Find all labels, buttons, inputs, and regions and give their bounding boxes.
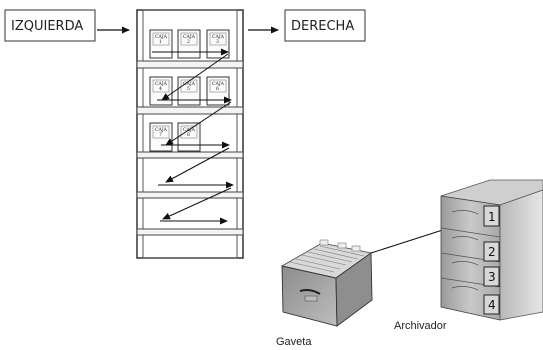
drawer-label: Gaveta	[276, 336, 312, 348]
drawer-number-1: 1	[483, 205, 500, 227]
right-label-box: DERECHA	[284, 9, 366, 42]
svg-text:8: 8	[187, 132, 190, 138]
svg-text:6: 6	[216, 86, 219, 92]
svg-text:7: 7	[159, 132, 162, 138]
svg-text:CAJA: CAJA	[155, 127, 168, 133]
svg-text:CAJA: CAJA	[212, 81, 225, 87]
svg-text:2: 2	[488, 245, 496, 259]
svg-text:5: 5	[187, 86, 190, 92]
svg-text:3: 3	[488, 270, 496, 284]
box-7: CAJA 7	[149, 122, 173, 152]
svg-text:4: 4	[159, 86, 162, 92]
svg-text:4: 4	[488, 298, 496, 312]
order-arrow-diag1	[161, 53, 229, 101]
box-1: CAJA 1	[149, 29, 173, 59]
left-label: IZQUIERDA	[11, 19, 83, 34]
right-label: DERECHA	[291, 19, 354, 34]
box-8: CAJA 8	[177, 122, 201, 152]
box-2: CAJA 2	[177, 29, 201, 59]
svg-text:3: 3	[216, 39, 219, 45]
svg-text:CAJA: CAJA	[183, 81, 196, 87]
svg-text:1: 1	[488, 210, 496, 224]
order-arrows	[152, 48, 234, 225]
order-arrow-diag2	[165, 101, 232, 146]
filing-cabinet: 1 2 3 4	[440, 179, 543, 321]
box-5: CAJA 5	[177, 76, 201, 106]
drawer-number-4: 4	[483, 294, 500, 315]
cabinet-label: Archivador	[394, 320, 447, 332]
order-arrow-diag3	[165, 147, 230, 183]
box-4: CAJA 4	[149, 76, 173, 106]
shelf-unit	[136, 9, 244, 259]
svg-text:CAJA: CAJA	[212, 34, 225, 40]
svg-text:2: 2	[187, 39, 190, 45]
order-arrow-diag4	[162, 187, 232, 220]
open-drawer	[280, 239, 373, 327]
left-label-box: IZQUIERDA	[4, 9, 96, 42]
svg-text:CAJA: CAJA	[183, 34, 196, 40]
svg-text:CAJA: CAJA	[155, 81, 168, 87]
svg-text:1: 1	[159, 39, 162, 45]
box-3: CAJA 3	[206, 29, 230, 59]
drawer-number-3: 3	[483, 266, 500, 287]
svg-text:CAJA: CAJA	[155, 34, 168, 40]
box-6: CAJA 6	[206, 76, 230, 106]
drawer-number-2: 2	[483, 241, 500, 262]
drawer-folders	[289, 239, 365, 273]
shelf-boards	[136, 60, 244, 236]
shelf-boxes: CAJA 1 CAJA 2 CAJA 3 CAJA 4 CAJA 5	[149, 29, 230, 152]
